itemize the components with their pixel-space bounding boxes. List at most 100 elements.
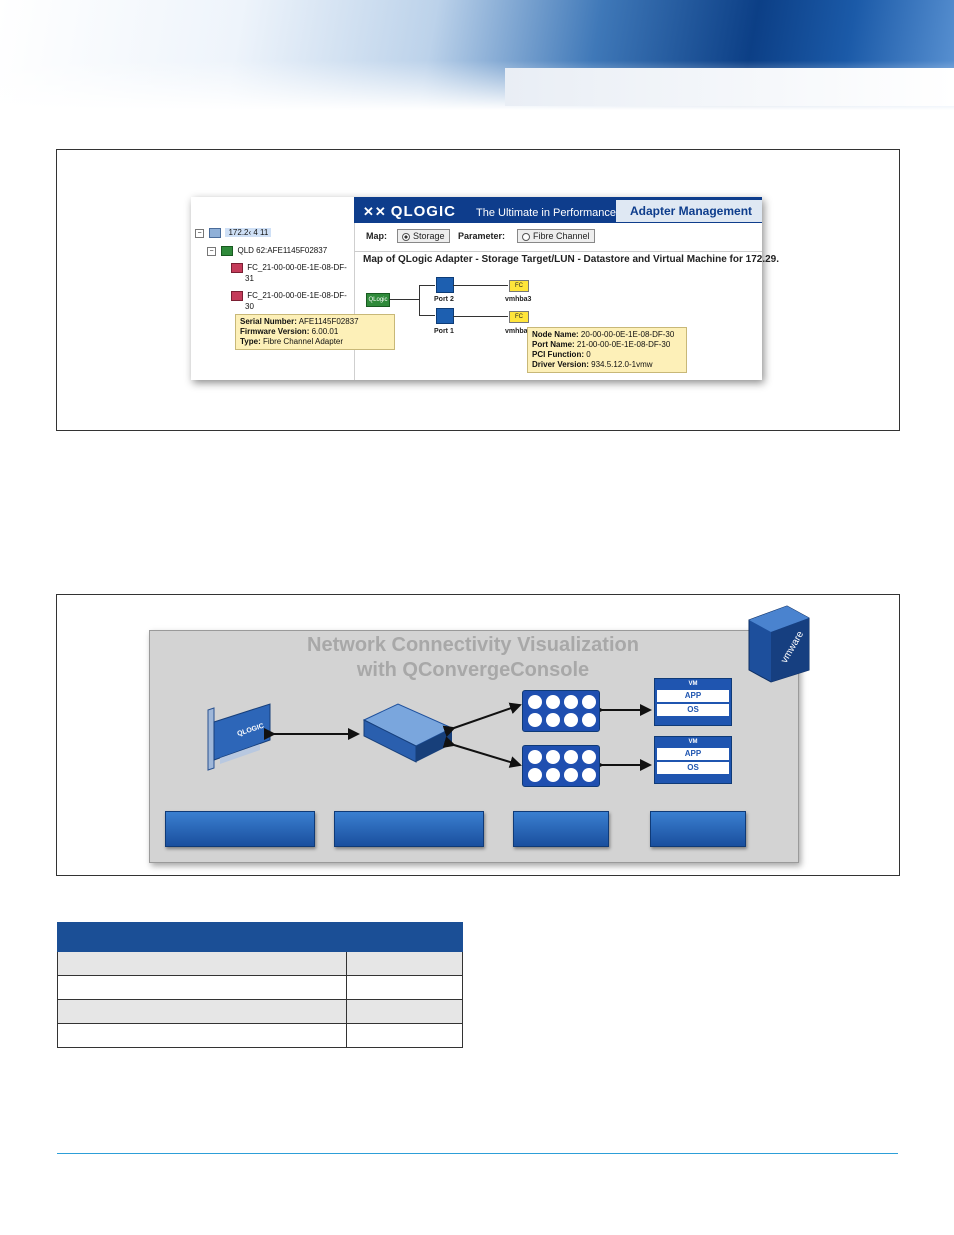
parameter-label: Parameter:	[458, 231, 506, 241]
adapter-node-label: QLogic	[368, 297, 388, 303]
table-cell	[57, 951, 347, 976]
vm-head-label: VM	[657, 738, 729, 746]
serial-label: Serial Number:	[240, 317, 297, 326]
vm-app-label: APP	[657, 748, 729, 760]
disk-icon	[564, 695, 578, 709]
fc-hba-icon[interactable]: FC	[509, 311, 529, 323]
network-switch-icon	[362, 703, 454, 763]
tree-adapter-label: QLD 62:AFE1145F02837	[237, 246, 328, 256]
table-cell	[57, 999, 347, 1024]
vm-os-label: OS	[657, 762, 729, 774]
tree-port1-label: FC_21-00-00-0E-1E-08-DF-	[247, 263, 347, 273]
vmhba-top-label: vmhba3	[505, 296, 532, 303]
virtual-machine-stack: VM APP OS	[654, 736, 732, 784]
serial-value: AFE1145F02837	[298, 317, 359, 326]
vm-os-label: OS	[657, 704, 729, 716]
tree-root-label: 172.2‹ 4 11	[225, 228, 272, 238]
table-cell	[57, 1023, 347, 1048]
firmware-value: 6.00.01	[311, 327, 339, 336]
table-row	[57, 975, 463, 1000]
firmware-label: Firmware Version:	[240, 327, 310, 336]
table-header-cell	[346, 922, 463, 952]
qlogic-tagline: The Ultimate in Performance	[476, 207, 616, 219]
qlogic-logo-text: QLOGIC	[390, 203, 456, 220]
vm-label-bar	[650, 811, 746, 847]
disk-icon	[582, 695, 596, 709]
tree-root-node[interactable]: − 172.2‹ 4 11	[195, 228, 272, 238]
disk-icon	[528, 713, 542, 727]
table-header-cell	[57, 922, 347, 952]
port1-icon[interactable]	[436, 308, 454, 324]
disk-icon	[546, 750, 560, 764]
footer-rule	[57, 1153, 898, 1154]
virtual-machine-stack: VM APP OS	[654, 678, 732, 726]
tree-port2-node[interactable]: FC_21-00-00-0E-1E-08-DF-	[231, 291, 347, 301]
table-cell	[346, 1023, 463, 1048]
table-row	[57, 999, 463, 1024]
map-title: Map of QLogic Adapter - Storage Target/L…	[363, 254, 780, 265]
node-name-label: Node Name:	[532, 330, 579, 339]
collapse-icon[interactable]: −	[207, 246, 216, 256]
table-cell	[346, 951, 463, 976]
tree-port2-label: FC_21-00-00-0E-1E-08-DF-	[247, 291, 347, 301]
table-row	[57, 951, 463, 976]
qlogic-adapter-card-icon: QLOGIC	[207, 703, 271, 771]
port-name-value: 21-00-00-0E-1E-08-DF-30	[576, 340, 671, 349]
connector-line	[419, 285, 435, 286]
storage-label-bar	[513, 811, 609, 847]
map-storage-label: Storage	[413, 231, 445, 241]
map-label: Map:	[366, 231, 387, 241]
table-cell	[346, 999, 463, 1024]
qlogic-logo: ✕✕QLOGIC	[363, 203, 456, 220]
collapse-icon[interactable]: −	[195, 228, 204, 238]
type-label: Type:	[240, 337, 261, 346]
param-fibre-channel-radio[interactable]: Fibre Channel	[517, 229, 595, 243]
tree-port1-label-cont: 31	[245, 274, 254, 283]
port1-label: Port 1	[434, 328, 454, 335]
driver-version-label: Driver Version:	[532, 360, 589, 369]
pci-function-value: 0	[586, 350, 591, 359]
vm-app-label: APP	[657, 690, 729, 702]
radio-selected-icon	[402, 232, 410, 241]
map-storage-radio[interactable]: Storage	[397, 229, 450, 243]
vmhba-bottom-label: vmhba	[505, 328, 528, 335]
disk-icon	[564, 713, 578, 727]
vmware-server-icon: vmware	[748, 605, 810, 683]
storage-target-box	[522, 745, 600, 787]
diagram-title-line1: Network Connectivity Visualization	[307, 634, 639, 656]
port-tooltip: Node Name: 20-00-00-0E-1E-08-DF-30 Port …	[527, 327, 687, 373]
diagram-title: Network Connectivity Visualization with …	[149, 633, 797, 683]
adapter-tooltip: Serial Number: AFE1145F02837 Firmware Ve…	[235, 314, 395, 350]
param-fibre-channel-label: Fibre Channel	[533, 231, 590, 241]
vm-head-label: VM	[657, 680, 729, 688]
fc-port-icon	[231, 263, 243, 273]
qlogic-mark-icon: ✕✕	[363, 204, 387, 219]
fc-hba-icon[interactable]: FC	[509, 280, 529, 292]
tree-adapter-node[interactable]: − QLD 62:AFE1145F02837	[207, 246, 327, 256]
connector-line	[419, 285, 420, 315]
adapter-tree-panel: − 172.2‹ 4 11 − QLD 62:AFE1145F02837 FC_…	[191, 197, 395, 380]
map-toolbar: Map: Storage Parameter: Fibre Channel	[354, 223, 762, 252]
node-name-value: 20-00-00-0E-1E-08-DF-30	[580, 330, 675, 339]
adapter-management-screenshot: − 172.2‹ 4 11 − QLD 62:AFE1145F02837 FC_…	[191, 197, 779, 380]
table-cell	[346, 975, 463, 1000]
diagram-title-line2: with QConvergeConsole	[356, 659, 590, 681]
tree-port2-label-cont: 30	[245, 302, 254, 311]
port2-icon[interactable]	[436, 277, 454, 293]
disk-icon	[546, 713, 560, 727]
disk-icon	[528, 695, 542, 709]
port2-label: Port 2	[434, 296, 454, 303]
adapter-icon	[221, 246, 234, 256]
disk-icon	[582, 713, 596, 727]
qlogic-adapter-node[interactable]: QLogic	[366, 293, 390, 307]
tree-port1-node[interactable]: FC_21-00-00-0E-1E-08-DF-	[231, 263, 347, 273]
table-row	[57, 1023, 463, 1048]
host-icon	[209, 228, 222, 238]
disk-icon	[546, 695, 560, 709]
connector-line	[453, 316, 508, 317]
disk-icon	[564, 768, 578, 782]
radio-unselected-icon	[522, 232, 530, 241]
data-table	[57, 922, 463, 1048]
connector-line	[389, 299, 419, 300]
connector-line	[453, 285, 508, 286]
